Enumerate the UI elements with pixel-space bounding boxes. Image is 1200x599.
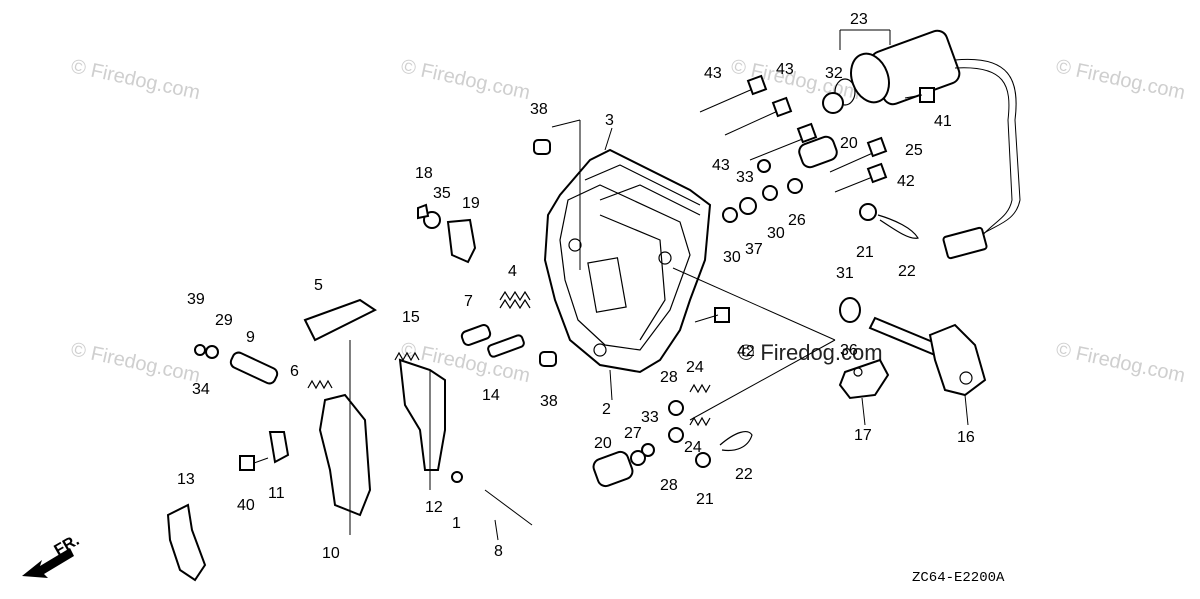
watermark: © Firedog.com	[1054, 338, 1187, 387]
callout-label: 43	[704, 65, 722, 82]
callout-label: 22	[735, 466, 753, 483]
callout-label: 18	[415, 165, 433, 182]
callout-labels: 1 2 3 4 5 6 7 8 9 10 11 12 13 14 15 16 1…	[177, 11, 975, 562]
callout-label: 10	[322, 545, 340, 562]
sleeve-parts	[592, 135, 838, 488]
bracket-part	[838, 358, 890, 400]
callout-label: 39	[187, 291, 205, 308]
callout-label: 43	[776, 61, 794, 78]
callout-label: 24	[686, 359, 704, 376]
callout-label: 21	[856, 244, 874, 261]
callout-label: 23	[850, 11, 868, 28]
callout-label: 30	[767, 225, 785, 242]
diagram-code: ZC64-E2200A	[912, 570, 1005, 586]
callout-label: 11	[268, 485, 285, 502]
callout-label: 32	[825, 65, 843, 82]
callout-label: 43	[712, 157, 730, 174]
callout-label: 36	[840, 342, 858, 359]
callout-label: 8	[494, 543, 503, 560]
lever-parts	[166, 203, 477, 582]
callout-label: 30	[723, 249, 741, 266]
callout-label: 1	[452, 515, 461, 532]
callout-label: 24	[684, 439, 702, 456]
spring-parts	[307, 290, 711, 427]
callout-label: 27	[624, 425, 642, 442]
callout-label: 2	[602, 401, 611, 418]
callout-label: 33	[641, 409, 659, 426]
callout-label: 31	[836, 265, 854, 282]
callout-label: 37	[745, 241, 763, 258]
clip-parts	[719, 214, 919, 452]
callout-label: 15	[402, 309, 420, 326]
watermark: © Firedog.com	[69, 338, 202, 387]
callout-label: 13	[177, 471, 195, 488]
callout-label: 42	[897, 173, 915, 190]
callout-label: 41	[934, 113, 952, 130]
callout-label: 35	[433, 185, 451, 202]
callout-label: 9	[246, 329, 255, 346]
callout-label: 7	[464, 293, 473, 310]
watermark: © Firedog.com	[399, 55, 532, 104]
watermark-center: © Firedog.com	[738, 340, 883, 365]
callout-label: 25	[905, 142, 923, 159]
callout-label: 29	[215, 312, 233, 329]
callout-label: 3	[605, 112, 614, 129]
callout-label: 28	[660, 477, 678, 494]
front-label: FR.	[52, 532, 83, 560]
bolt-parts	[239, 74, 935, 471]
callout-label: 12	[425, 499, 443, 516]
callout-label: 17	[854, 427, 872, 444]
washer-nut-parts	[194, 92, 877, 483]
callout-label: 38	[530, 101, 548, 118]
callout-label: 20	[840, 135, 858, 152]
callout-label: 21	[696, 491, 714, 508]
callout-label: 4	[508, 263, 517, 280]
callout-label: 6	[290, 363, 299, 380]
cover-assembly	[543, 148, 712, 374]
watermark: © Firedog.com	[1054, 55, 1187, 104]
callout-label: 34	[192, 381, 210, 398]
shaft-lever-part	[839, 297, 987, 397]
callout-label: 28	[660, 369, 678, 386]
callout-label: 40	[237, 497, 255, 514]
callout-label: 19	[462, 195, 480, 212]
front-arrow-icon	[22, 548, 74, 578]
callout-label: 20	[594, 435, 612, 452]
pin-parts	[229, 139, 557, 526]
solenoid-part	[834, 29, 1021, 260]
leader-lines	[349, 29, 969, 541]
callout-label: 14	[482, 387, 500, 404]
callout-label: 42	[737, 343, 755, 360]
watermark: © Firedog.com	[69, 55, 202, 104]
callout-label: 22	[898, 263, 916, 280]
callout-label: 33	[736, 169, 754, 186]
callout-label: 26	[788, 212, 806, 229]
callout-label: 5	[314, 277, 323, 294]
callout-label: 38	[540, 393, 558, 410]
callout-label: 16	[957, 429, 975, 446]
